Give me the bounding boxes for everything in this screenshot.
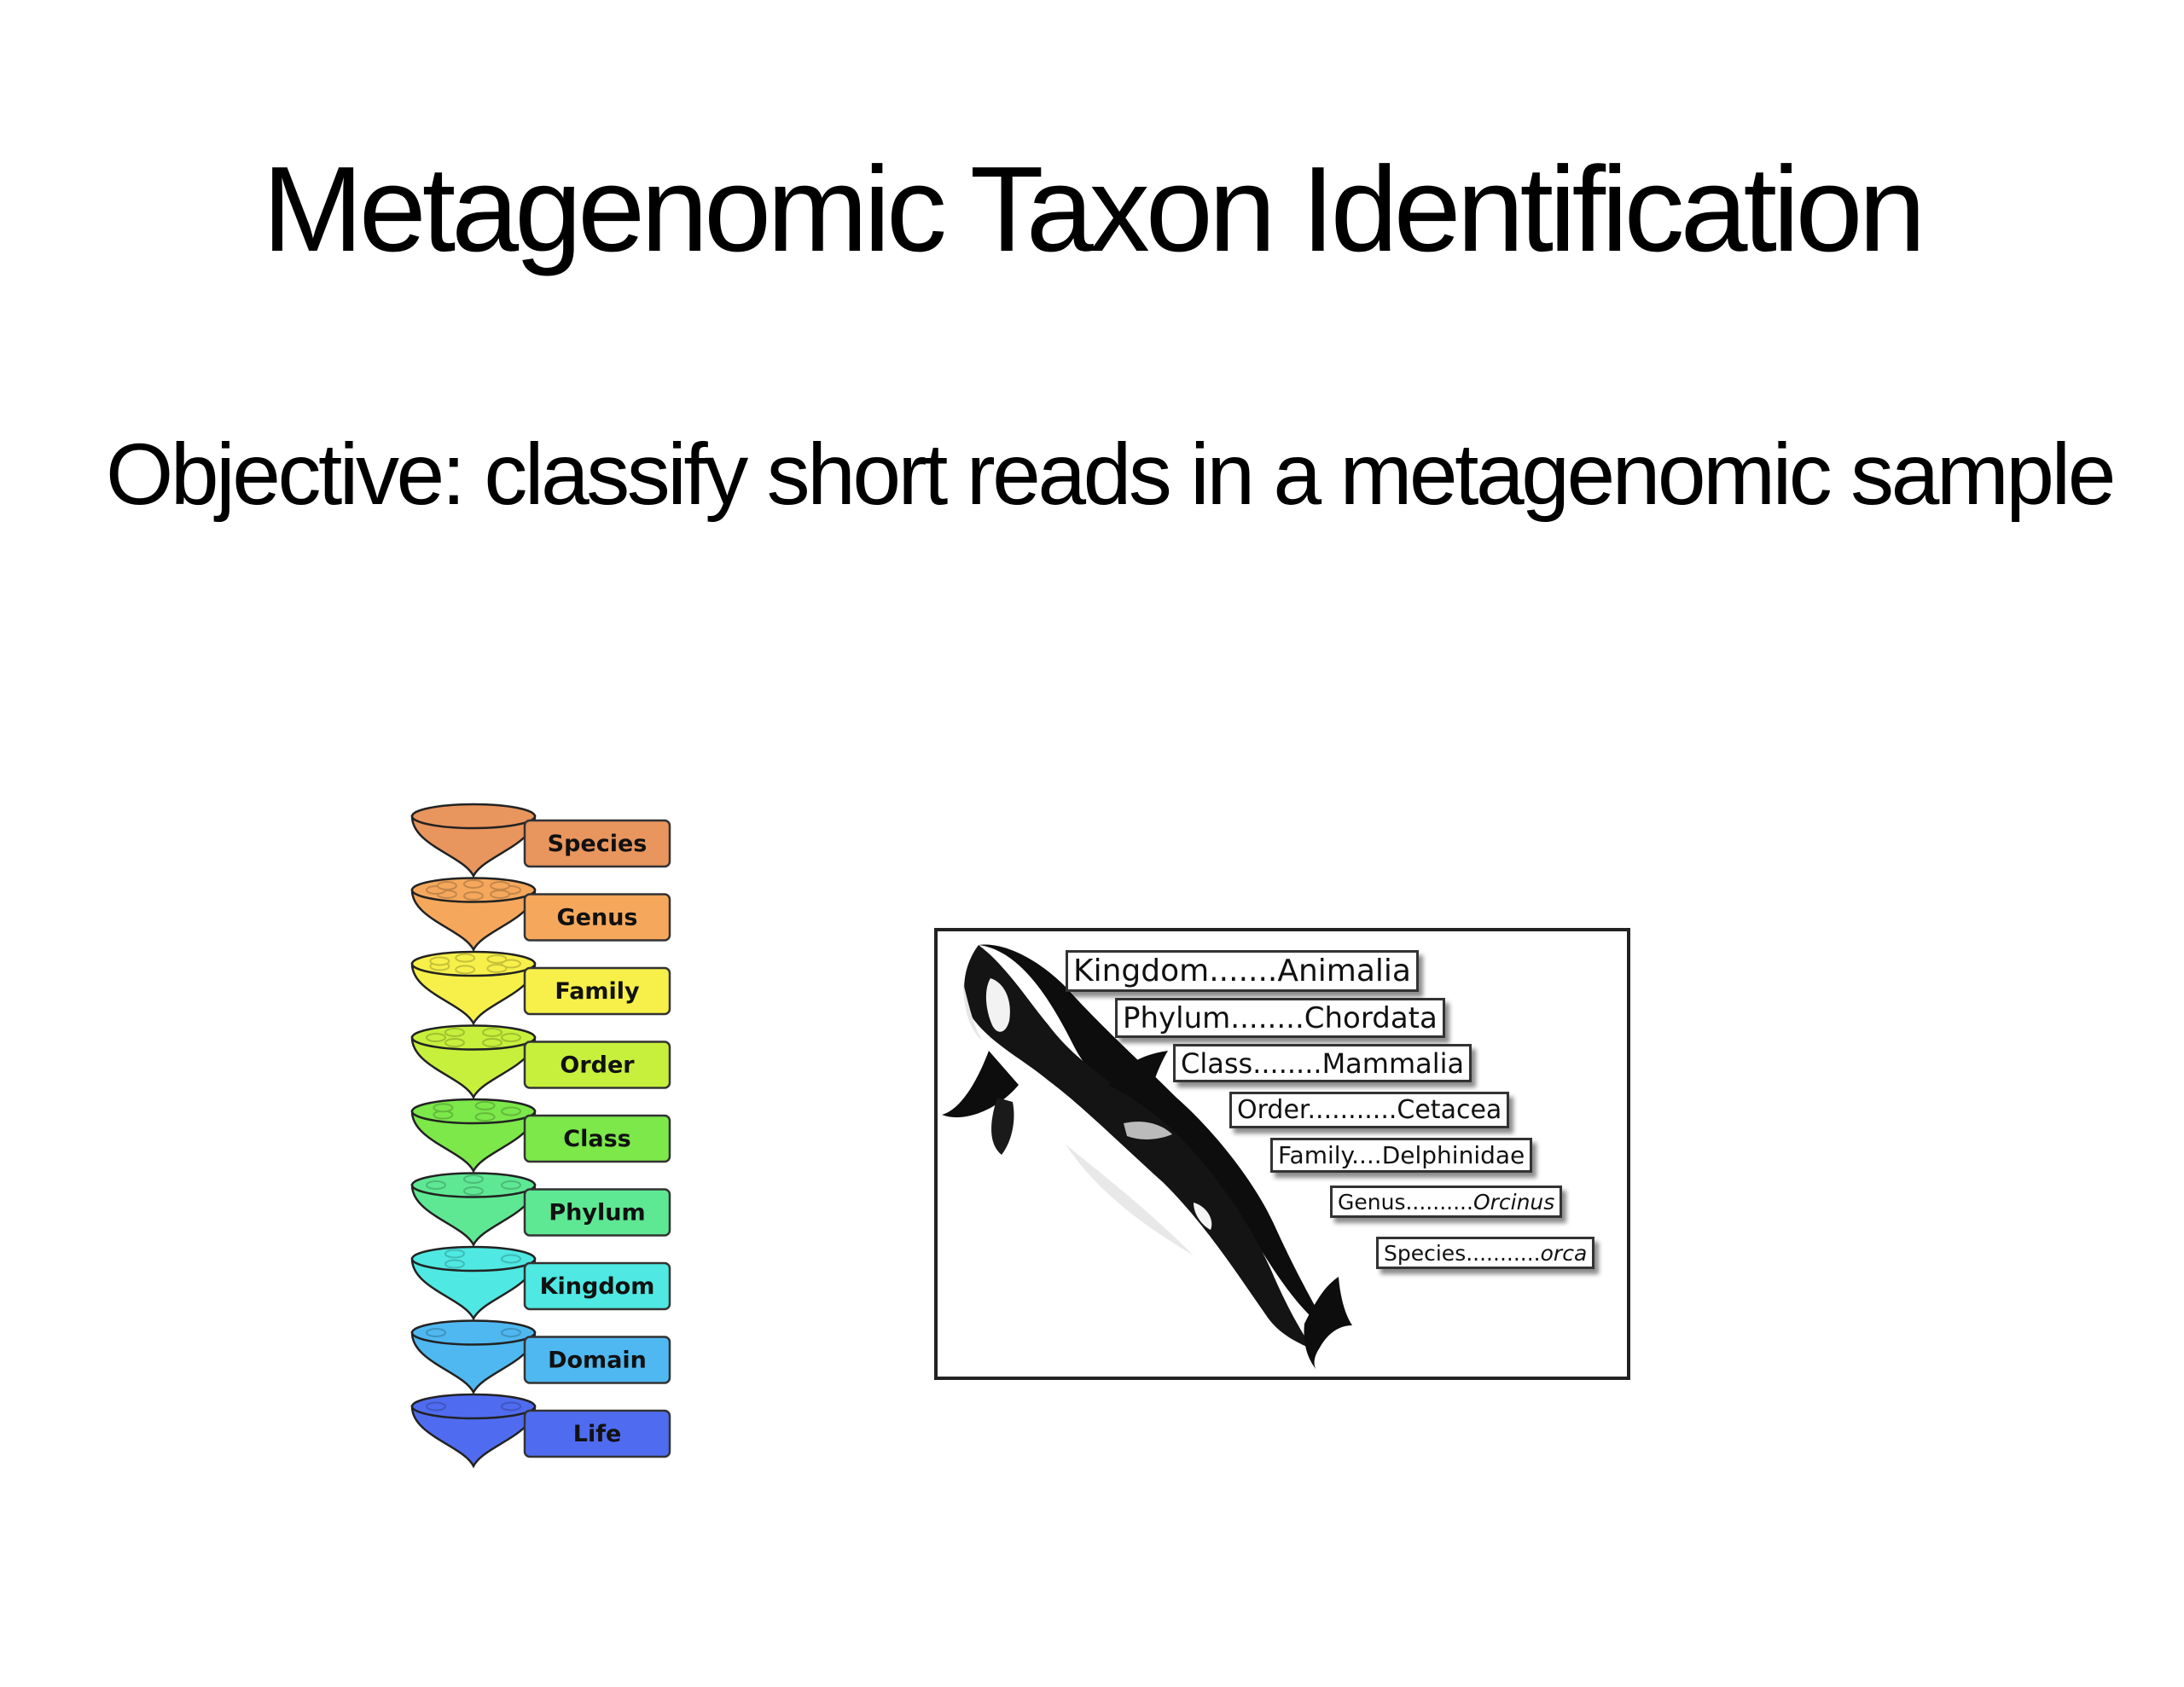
slide-title: Metagenomic Taxon Identification [0, 149, 2184, 270]
funnel-subgroup-ring [427, 1181, 445, 1189]
funnel-rim [412, 804, 535, 828]
funnel-subgroup-ring [491, 890, 509, 898]
funnel-subgroup-ring [483, 1029, 502, 1036]
rank-label-phylum: Phylum........Chordata [1115, 998, 1445, 1038]
funnel-subgroup-ring [433, 1104, 452, 1111]
funnel-subgroup-ring [502, 1403, 520, 1411]
level-label-text: Phylum [549, 1200, 645, 1226]
funnel-subgroup-ring [502, 1255, 520, 1263]
funnel-level-species: Species [412, 804, 670, 876]
funnel-subgroup-ring [487, 955, 506, 963]
funnel-subgroup-ring [456, 954, 474, 962]
level-label-text: Class [563, 1126, 630, 1152]
funnel-level-genus: Genus [412, 878, 670, 950]
funnel-subgroup-ring [464, 1175, 483, 1183]
funnel-level-order: Order [412, 1026, 670, 1098]
funnel-subgroup-ring [445, 1039, 464, 1046]
funnel-subgroup-ring [445, 1029, 464, 1036]
rank-label-kingdom: Kingdom.......Animalia [1066, 950, 1419, 992]
rank-label-species: Species...........orca [1376, 1237, 1594, 1269]
level-label-text: Life [573, 1421, 622, 1447]
funnel-subgroup-ring [483, 1039, 502, 1046]
level-label-text: Domain [548, 1348, 647, 1374]
level-label-text: Order [560, 1052, 635, 1079]
rank-label-genus: Genus..........Orcinus [1330, 1186, 1562, 1218]
objective-text: Objective: classify short reads in a met… [106, 431, 2113, 518]
level-label-text: Family [555, 978, 640, 1005]
level-label-text: Species [548, 831, 648, 857]
funnel-subgroup-ring [427, 1329, 445, 1336]
level-label-text: Kingdom [540, 1273, 655, 1300]
funnel-subgroup-ring [445, 1261, 464, 1268]
funnel-level-phylum: Phylum [412, 1174, 670, 1245]
funnel-subgroup-ring [427, 1034, 445, 1041]
funnel-level-domain: Domain [412, 1321, 670, 1393]
taxonomy-funnel-stack: SpeciesGenusFamilyOrderClassPhylumKingdo… [401, 797, 682, 1480]
funnel-subgroup-ring [438, 882, 456, 890]
rank-label-order: Order...........Cetacea [1229, 1092, 1509, 1128]
funnel-subgroup-ring [476, 1113, 495, 1121]
funnel-subgroup-ring [476, 1102, 495, 1110]
funnel-subgroup-ring [487, 965, 506, 972]
funnel-subgroup-ring [502, 1181, 520, 1189]
funnel-subgroup-ring [502, 1108, 520, 1116]
funnel-subgroup-ring [445, 1249, 464, 1257]
funnel-subgroup-ring [464, 1187, 483, 1195]
rank-label-family: Family....Delphinidae [1270, 1138, 1532, 1173]
level-label-text: Genus [557, 905, 638, 931]
funnel-subgroup-ring [464, 892, 483, 900]
funnel-level-life: Life [412, 1394, 670, 1466]
orca-classification-figure: Kingdom.......Animalia Phylum........Cho… [934, 928, 1630, 1380]
funnel-subgroup-ring [502, 1329, 520, 1336]
rank-label-class: Class........Mammalia [1173, 1044, 1472, 1082]
funnel-subgroup-ring [502, 1034, 520, 1041]
funnel-subgroup-ring [456, 965, 474, 973]
funnel-level-kingdom: Kingdom [412, 1247, 670, 1319]
funnel-level-class: Class [412, 1099, 670, 1171]
funnel-subgroup-ring [430, 957, 449, 965]
funnel-level-family: Family [412, 952, 670, 1023]
funnel-subgroup-ring [427, 1403, 445, 1411]
funnel-subgroup-ring [491, 882, 509, 890]
funnel-subgroup-ring [464, 880, 483, 888]
